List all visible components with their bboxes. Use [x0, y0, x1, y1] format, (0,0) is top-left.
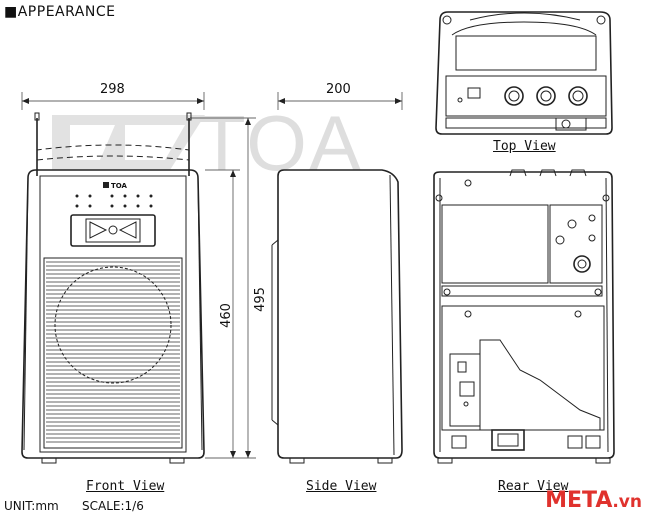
page-title: ■APPEARANCE — [4, 4, 116, 20]
front-width-dimension — [21, 92, 205, 110]
unit-label: UNIT:mm — [4, 499, 59, 513]
scale-label: SCALE:1/6 — [82, 499, 144, 513]
watermark-logo: TOA — [52, 99, 363, 187]
body-height-label: 460 — [218, 303, 234, 328]
watermark-text: TOA — [198, 99, 363, 187]
top-view-caption: Top View — [493, 139, 556, 154]
side-depth-dimension — [277, 92, 403, 110]
top-knob-3 — [568, 86, 588, 106]
side-view-caption: Side View — [306, 479, 377, 494]
top-knob-2 — [536, 86, 556, 106]
top-knob-1 — [504, 86, 524, 106]
top-view — [435, 11, 613, 135]
meta-logo: META.vn — [545, 488, 642, 513]
front-indicator-dots — [75, 194, 153, 208]
rear-power-inlet — [491, 429, 525, 451]
side-depth-label: 200 — [326, 82, 351, 97]
meta-logo-name: META — [545, 488, 613, 513]
meta-logo-tld: .vn — [612, 492, 642, 512]
rear-view-caption: Rear View — [498, 479, 569, 494]
total-height-label: 495 — [252, 287, 268, 312]
front-view-caption: Front View — [86, 479, 165, 494]
rear-xlr-jack — [573, 255, 591, 273]
front-speaker-grille — [43, 257, 183, 449]
front-brand-label: TOA — [111, 182, 128, 190]
height-dimensions — [190, 117, 256, 459]
rear-view — [433, 169, 615, 464]
side-view — [271, 169, 403, 464]
front-width-label: 298 — [100, 82, 125, 97]
front-brand-icon — [103, 182, 109, 188]
front-view: TOA — [21, 112, 205, 464]
